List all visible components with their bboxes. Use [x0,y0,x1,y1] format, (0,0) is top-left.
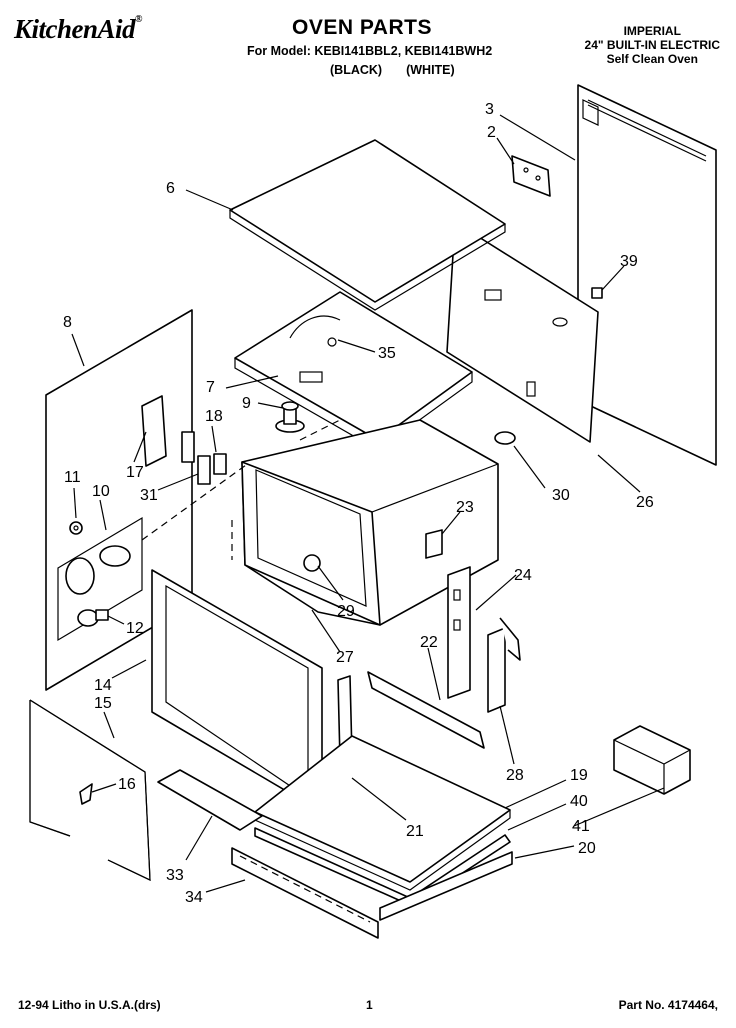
callout-14: 14 [94,677,112,694]
callout-29: 29 [337,603,355,620]
part-light-bulb [77,609,109,627]
part-grille [231,847,379,939]
part-clip-16 [79,783,93,805]
part-hinge-receiver [447,566,471,699]
part-vent-bracket [157,769,263,831]
part-door-gasket [29,699,151,881]
model-colors: (BLACK)(WHITE) [330,63,455,77]
part-bracket-41 [613,725,691,795]
part-light-lens [303,554,321,572]
callout-labels: 3 2 6 39 8 35 7 9 18 17 11 10 31 30 23 2… [63,101,654,906]
callout-40: 40 [570,793,588,810]
callout-2: 2 [487,124,496,141]
part-switch-31 [197,455,211,485]
callout-11: 11 [64,469,81,486]
callout-35: 35 [378,345,396,362]
brand-logo: KitchenAid® [14,14,143,44]
callout-8: 8 [63,314,72,331]
part-bracket [511,155,551,197]
part-bracket-17 [141,395,167,467]
part-oven-cavity [241,419,499,626]
leader-lines [71,114,665,893]
product-description: IMPERIAL 24" BUILT-IN ELECTRIC Self Clea… [584,24,720,66]
callout-41: 41 [572,818,590,835]
part-switch [181,431,227,475]
model-numbers: For Model: KEBI141BBL2, KEBI141BWH2 [247,44,493,58]
part-light-socket [57,516,143,642]
callout-24: 24 [514,567,532,584]
part-plate-23 [425,529,443,559]
part-back-wall [446,221,599,443]
callout-9: 9 [242,395,251,412]
part-grommet [69,521,83,535]
part-kick-plate [379,851,513,921]
callout-39: 39 [620,253,638,270]
part-wire-harness [289,315,341,347]
callout-30: 30 [552,487,570,504]
part-vent [275,401,305,433]
footer-page-number: 1 [366,998,373,1012]
callout-33: 33 [166,867,184,884]
page-title: OVEN PARTS [292,16,432,39]
part-cap [494,431,516,445]
part-top-frame [234,291,473,451]
callout-20: 20 [578,840,596,857]
callout-19: 19 [570,767,588,784]
callout-17: 17 [126,464,144,481]
callout-6: 6 [166,180,175,197]
callout-22: 22 [420,634,438,651]
callout-28: 28 [506,767,524,784]
callout-31: 31 [140,487,158,504]
callout-26: 26 [636,494,654,511]
footer-litho: 12-94 Litho in U.S.A.(drs) [18,998,161,1012]
part-top-panel [229,139,506,311]
callout-12: 12 [126,620,144,637]
callout-34: 34 [185,889,203,906]
callout-10: 10 [92,483,110,500]
part-side-rail [367,671,485,749]
callout-18: 18 [205,408,223,425]
callout-7: 7 [206,379,215,396]
callout-3: 3 [485,101,494,118]
callout-23: 23 [456,499,474,516]
part-hinge [487,617,521,713]
footer-part-number: Part No. 4174464, [618,998,718,1012]
part-rear-panel [577,84,717,466]
callout-21: 21 [406,823,424,840]
callout-16: 16 [118,776,136,793]
callout-15: 15 [94,695,112,712]
alignment-lines [141,419,341,560]
callout-27: 27 [336,649,354,666]
part-clip-39 [591,287,603,299]
